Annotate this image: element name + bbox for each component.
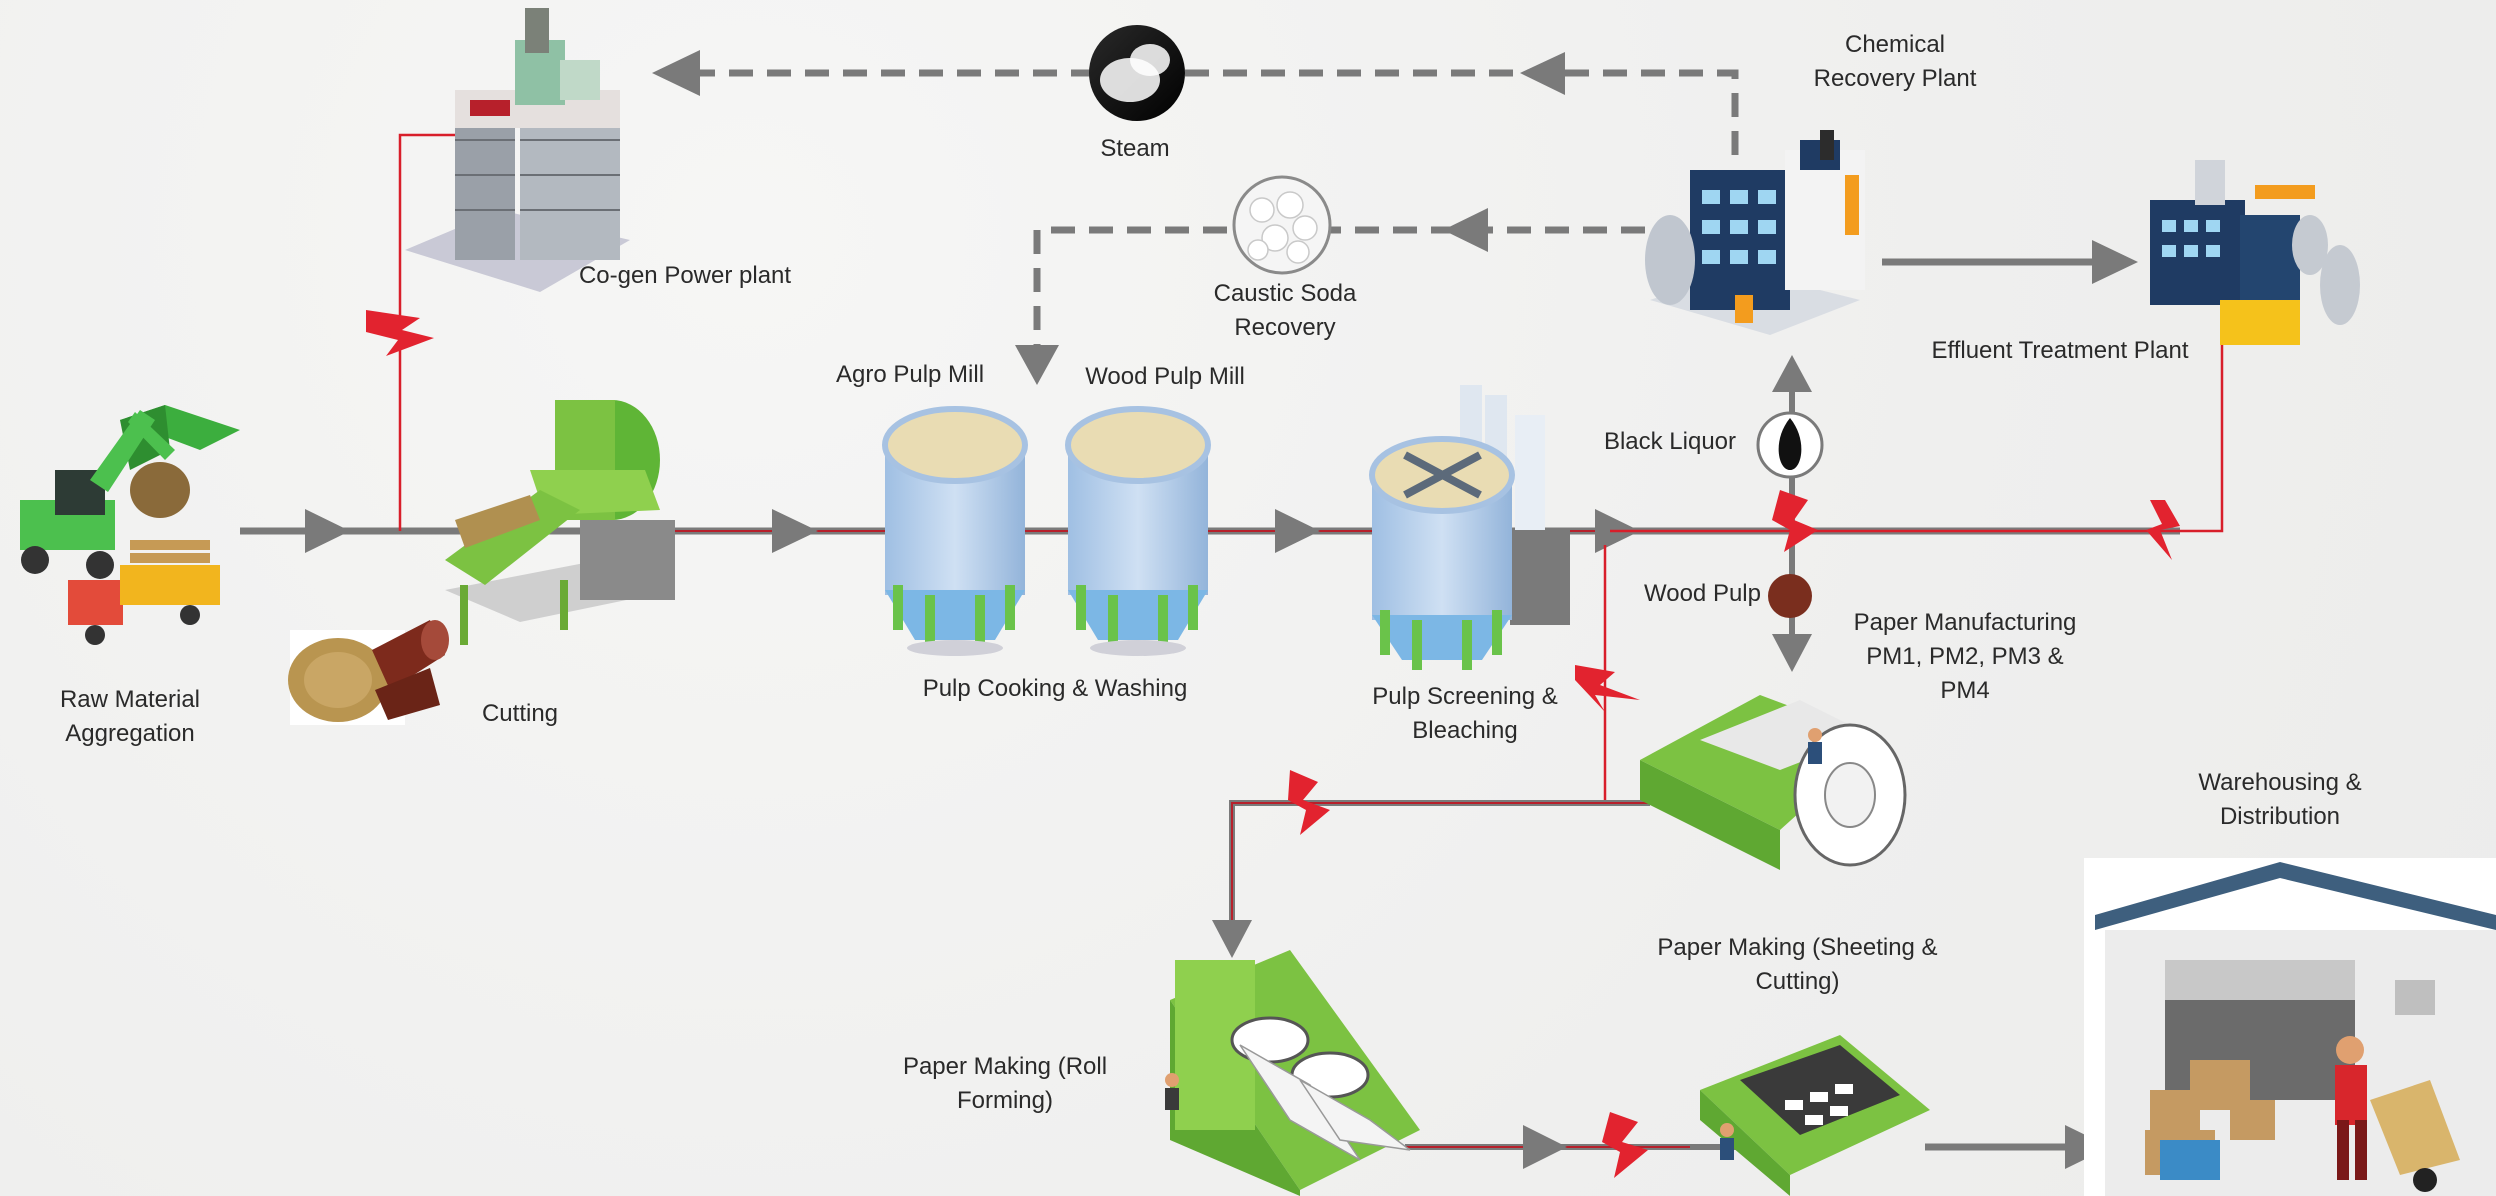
wood-pulp-dot-icon	[1768, 574, 1812, 618]
flow-arrow-icon	[1772, 634, 1812, 672]
label-roll-forming: Paper Making (Roll Forming)	[902, 1053, 1108, 1114]
lightning-icon	[2146, 500, 2180, 560]
flow-arrow-icon	[1212, 920, 1252, 958]
flow-arrow-icon	[1772, 355, 1812, 392]
label-wood-pulp: Wood Pulp	[1644, 580, 1761, 607]
chemical-plant-icon	[1645, 130, 1865, 335]
flow-arrow-icon	[2092, 240, 2138, 284]
label-pulp-screening: Pulp Screening & Bleaching	[1372, 683, 1558, 744]
caustic-return-line	[1015, 208, 1645, 385]
lightning-icon	[1772, 490, 1818, 552]
roll-forming-machine-icon	[1165, 950, 1420, 1196]
flow-arrow-icon	[1443, 208, 1488, 252]
paper-machine-icon	[1640, 695, 1907, 870]
flow-arrow-icon	[772, 509, 818, 553]
lightning-icon	[1288, 770, 1330, 835]
label-agro-pulp-mill: Agro Pulp Mill	[835, 361, 985, 388]
label-cutting: Cutting	[481, 700, 559, 727]
flow-arrow-icon	[1015, 345, 1059, 385]
digester-tank-icon	[1065, 406, 1211, 656]
label-cogen: Co-gen Power plant	[578, 262, 792, 289]
flow-arrow-icon	[305, 509, 350, 553]
cutter-machine-icon	[288, 400, 675, 725]
effluent-flow	[1882, 240, 2138, 284]
steam-return-line	[652, 50, 1739, 155]
caustic-soda-ball-icon	[1232, 175, 1332, 275]
flow-arrow-icon	[1275, 509, 1320, 553]
label-black-liquor: Black Liquor	[1603, 428, 1737, 455]
effluent-plant-icon	[2150, 160, 2360, 345]
lightning-icon	[366, 310, 434, 356]
cogen-plant-icon	[405, 8, 630, 292]
label-effluent: Effluent Treatment Plant	[1931, 337, 2189, 364]
label-warehousing: Warehousing & Distribution	[2198, 769, 2362, 830]
black-liquor-drop-icon	[1756, 411, 1824, 479]
label-wood-pulp-mill: Wood Pulp Mill	[1085, 363, 1245, 390]
label-caustic: Caustic Soda Recovery	[1213, 280, 1357, 341]
bleaching-tank-icon	[1369, 385, 1570, 670]
warehouse-icon	[2084, 858, 2496, 1196]
flow-arrow-icon	[652, 50, 700, 96]
label-paper-manufacturing: Paper Manufacturing PM1, PM2, PM3 & PM4	[1853, 609, 2077, 704]
flow-arrow-icon	[1523, 1125, 1567, 1169]
label-sheeting: Paper Making (Sheeting & Cutting)	[1657, 934, 1938, 995]
steam-ball-icon	[1089, 25, 1185, 121]
flow-arrow-icon	[1520, 52, 1565, 95]
lightning-bolts	[366, 310, 2180, 1178]
lightning-icon	[1602, 1112, 1648, 1178]
sheeting-machine-icon	[1700, 1035, 1930, 1196]
digester-tank-icon	[882, 406, 1028, 656]
lightning-icon	[1575, 665, 1640, 712]
label-raw-material: Raw Material Aggregation	[59, 686, 201, 747]
label-pulp-cooking: Pulp Cooking & Washing	[922, 675, 1188, 702]
label-steam: Steam	[1100, 135, 1170, 162]
excavator-truck-icon	[20, 405, 240, 645]
label-chemical-recovery: Chemical Recovery Plant	[1813, 31, 1977, 92]
